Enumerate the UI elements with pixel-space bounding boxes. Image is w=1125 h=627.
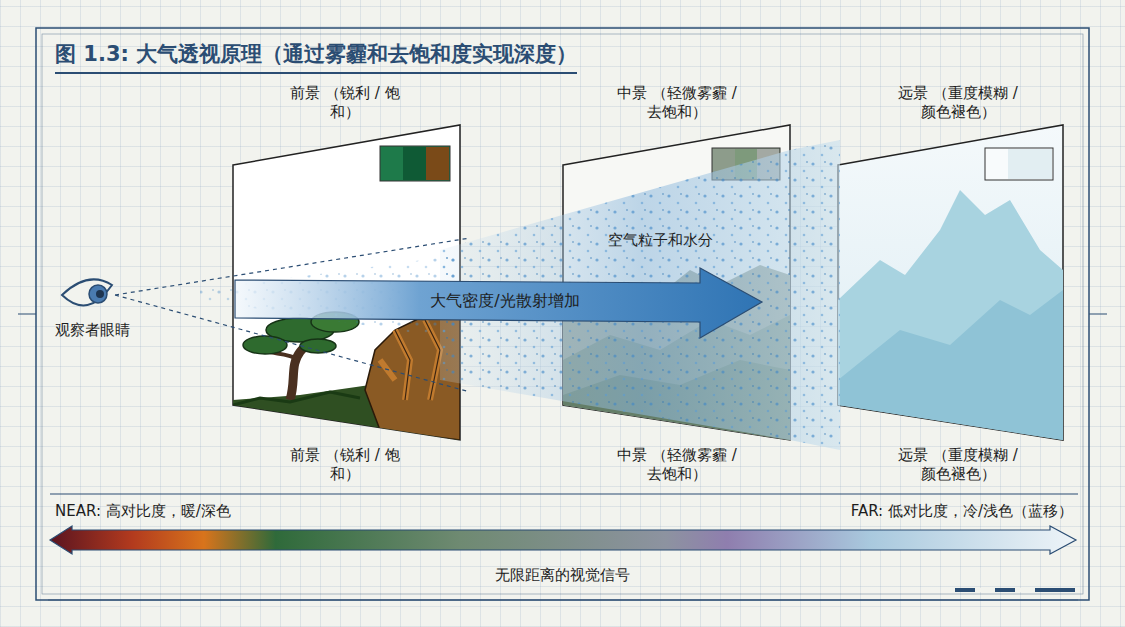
- far-label: FAR: 低对比度，冷/浅色（蓝移）: [851, 501, 1073, 521]
- panel-footer: 远景 （重度模糊 / 颜色褪色）: [891, 446, 1026, 484]
- particle-label: 空气粒子和水分: [608, 230, 713, 250]
- diagram-title: 图 1.3: 大气透视原理（通过雾霾和去饱和度实现深度）: [55, 40, 577, 74]
- depth-panel: 远景 （重度模糊 / 颜色褪色） 远景 （重度模糊 / 颜色褪色）: [858, 84, 1058, 484]
- panel-footer: 前景 （锐利 / 饱和）: [278, 446, 413, 484]
- eye-label: 观察者眼睛: [55, 320, 130, 340]
- panel-heading: 中景 （轻微雾霾 / 去饱和）: [610, 84, 745, 122]
- depth-panel: 前景 （锐利 / 饱和） 前景 （锐利 / 饱和）: [245, 84, 445, 484]
- arrow-label: 大气密度/光散射增加: [430, 291, 579, 311]
- near-label: NEAR: 高对比度，暖/深色: [55, 501, 231, 521]
- bar-caption: 无限距离的视觉信号: [495, 565, 630, 585]
- panel-footer: 中景 （轻微雾霾 / 去饱和）: [610, 446, 745, 484]
- panel-heading: 远景 （重度模糊 / 颜色褪色）: [891, 84, 1026, 122]
- depth-panel: 中景 （轻微雾霾 / 去饱和） 中景 （轻微雾霾 / 去饱和）: [577, 84, 777, 484]
- panel-heading: 前景 （锐利 / 饱和）: [278, 84, 413, 122]
